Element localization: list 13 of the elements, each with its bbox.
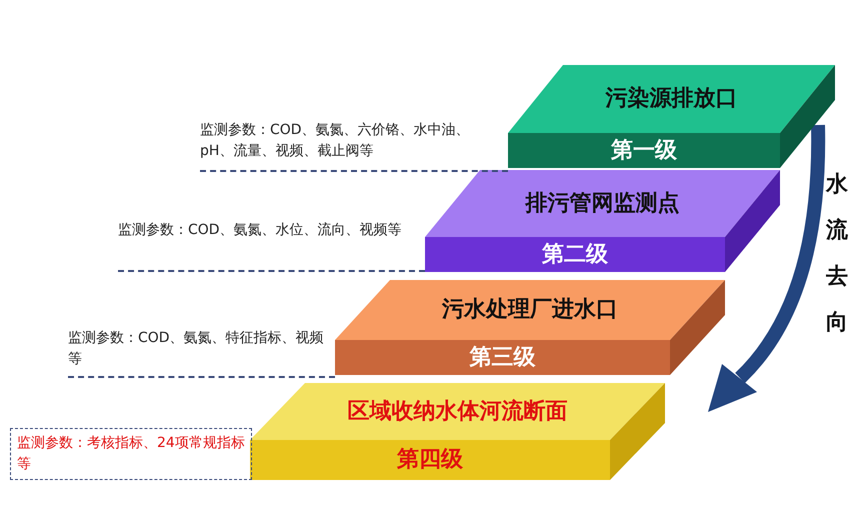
parameter-note: 监测参数：COD、氨氮、特征指标、视频等 [68,328,335,378]
step-title: 污染源排放口 [606,88,738,110]
parameter-note: 监测参数：COD、氨氮、水位、流向、视频等 [118,220,425,272]
level-label: 第一级 [611,140,677,162]
level-label: 第四级 [397,449,463,471]
step-title: 排污管网监测点 [526,192,680,214]
level-label: 第三级 [470,346,536,368]
step-title: 区域收纳水体河流断面 [348,400,568,422]
level-label: 第二级 [542,244,608,266]
parameter-note: 监测参数：COD、氨氮、六价铬、水中油、pH、流量、视频、截止阀等 [200,120,508,172]
step-title: 污水处理厂进水口 [442,299,618,321]
parameter-note: 监测参数：考核指标、24项常规指标等 [10,428,252,480]
flow-direction-label: 水流去向 [826,171,849,337]
